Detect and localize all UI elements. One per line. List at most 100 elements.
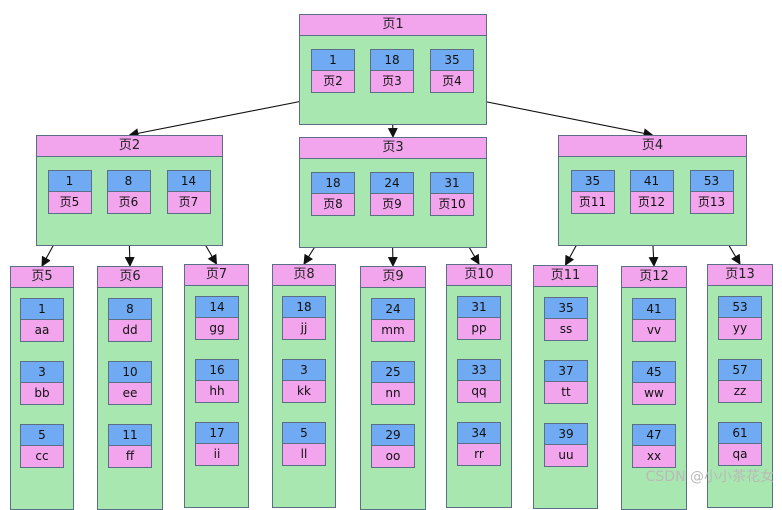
key-value: 35 xyxy=(544,297,588,319)
key-value: 1 xyxy=(47,170,92,192)
key-value: 41 xyxy=(629,170,674,192)
key-value: 39 xyxy=(544,423,588,445)
key-value: 16 xyxy=(195,359,239,381)
key-value: 25 xyxy=(371,361,415,383)
key-value: 33 xyxy=(457,359,501,381)
key-value: 18 xyxy=(282,296,326,318)
node-title: 页7 xyxy=(184,264,249,286)
record-value: qq xyxy=(457,381,501,403)
node-title: 页12 xyxy=(621,266,687,288)
key-value: 5 xyxy=(20,424,64,446)
child-pointer: 页5 xyxy=(47,192,92,214)
key-value: 8 xyxy=(108,298,152,320)
key-value: 34 xyxy=(457,422,501,444)
record-value: kk xyxy=(282,381,326,403)
node-title: 页6 xyxy=(97,266,163,288)
record-value: qa xyxy=(718,444,762,466)
key-value: 45 xyxy=(632,361,676,383)
watermark: CSDN @小小茶花女 xyxy=(645,469,774,485)
key-value: 10 xyxy=(108,361,152,383)
key-value: 3 xyxy=(20,361,64,383)
child-pointer: 页7 xyxy=(166,192,211,214)
key-value: 24 xyxy=(371,298,415,320)
record-value: ee xyxy=(108,383,152,405)
node-title: 页11 xyxy=(533,265,598,287)
node-title: 页2 xyxy=(36,135,223,157)
key-value: 18 xyxy=(311,172,355,194)
record-value: ii xyxy=(195,444,239,466)
child-pointer: 页11 xyxy=(570,192,615,214)
record-value: xx xyxy=(632,446,676,468)
node-title: 页10 xyxy=(446,264,512,286)
record-value: oo xyxy=(371,446,415,468)
record-value: bb xyxy=(20,383,64,405)
key-value: 1 xyxy=(20,298,64,320)
key-value: 29 xyxy=(371,424,415,446)
node-title: 页13 xyxy=(707,264,773,286)
node-title: 页1 xyxy=(299,14,487,36)
record-value: aa xyxy=(20,320,64,342)
key-value: 37 xyxy=(544,360,588,382)
key-value: 18 xyxy=(370,49,414,71)
key-value: 17 xyxy=(195,422,239,444)
key-value: 31 xyxy=(430,172,474,194)
record-value: ss xyxy=(544,319,588,341)
record-value: ww xyxy=(632,383,676,405)
child-pointer: 页2 xyxy=(311,71,355,93)
key-value: 3 xyxy=(282,359,326,381)
record-value: jj xyxy=(282,318,326,340)
key-value: 35 xyxy=(570,170,615,192)
node-title: 页4 xyxy=(558,135,747,157)
key-value: 14 xyxy=(195,296,239,318)
record-value: uu xyxy=(544,445,588,467)
child-pointer: 页8 xyxy=(311,194,355,216)
node-title: 页8 xyxy=(272,264,336,286)
key-value: 24 xyxy=(370,172,414,194)
key-value: 1 xyxy=(311,49,355,71)
child-pointer: 页3 xyxy=(370,71,414,93)
node-title: 页5 xyxy=(10,266,74,288)
key-value: 41 xyxy=(632,298,676,320)
child-pointer: 页13 xyxy=(689,192,734,214)
key-value: 8 xyxy=(106,170,151,192)
child-pointer: 页6 xyxy=(106,192,151,214)
key-value: 61 xyxy=(718,422,762,444)
record-value: pp xyxy=(457,318,501,340)
key-value: 5 xyxy=(282,422,326,444)
record-value: cc xyxy=(20,446,64,468)
key-value: 53 xyxy=(689,170,734,192)
record-value: rr xyxy=(457,444,501,466)
